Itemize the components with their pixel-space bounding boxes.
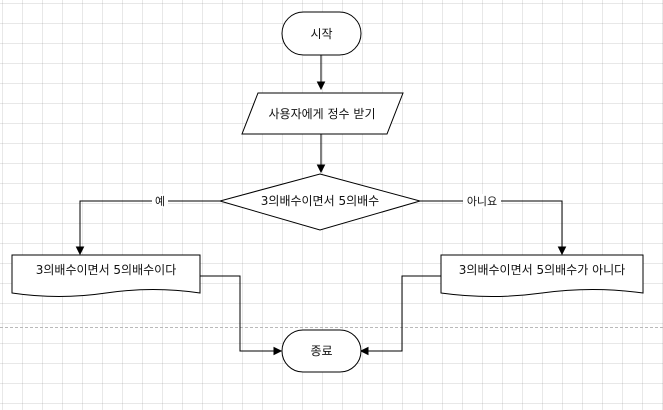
arrowhead-no-output [557, 246, 567, 256]
end-label: 종료 [310, 344, 332, 358]
edge-decision-no [420, 200, 563, 249]
decision-diamond[interactable] [218, 173, 422, 231]
start-label: 시작 [310, 27, 332, 41]
page-break-line [0, 327, 663, 328]
start-terminal[interactable] [281, 11, 362, 56]
input-label: 사용자에게 정수 받기 [269, 107, 376, 121]
arrowhead-input [316, 81, 326, 91]
arrowhead-yes-output [75, 246, 85, 256]
edge-no-output-to-end [367, 275, 441, 352]
yes-output-document[interactable] [11, 254, 201, 297]
no-output-label: 3의배수이면서 5의배수가 아니다 [459, 263, 625, 277]
yes-output-label: 3의배수이면서 5의배수이다 [36, 263, 177, 277]
edge-label-no: 아니요 [467, 195, 497, 208]
arrowhead-end-right [359, 346, 369, 356]
edge-yes-output-to-end [200, 275, 275, 352]
arrowhead-decision [316, 164, 326, 174]
yes-label-bg [152, 194, 168, 208]
edge-decision-yes [79, 200, 220, 249]
no-output-document[interactable] [440, 254, 644, 297]
no-label-bg [463, 194, 501, 208]
decision-label: 3의배수이면서 5의배수 [261, 194, 379, 208]
end-terminal[interactable] [281, 329, 362, 373]
edge-label-yes: 예 [155, 195, 165, 208]
arrowhead-end-left [273, 346, 283, 356]
input-parallelogram[interactable] [241, 92, 404, 135]
